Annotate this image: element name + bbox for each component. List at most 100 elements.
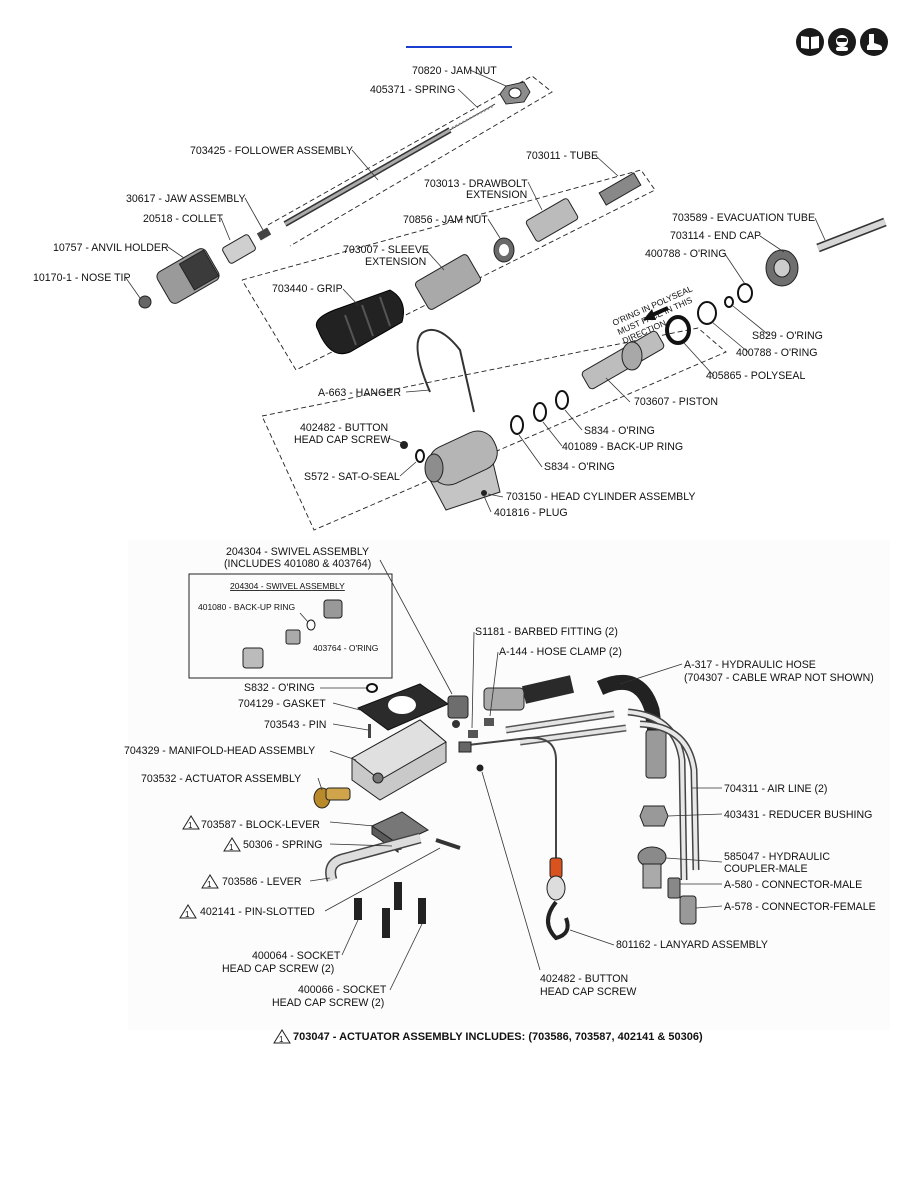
oring-s829-part [724,296,734,308]
air-line-curved-part [627,708,700,881]
note-marker-icon: 1 [223,837,241,852]
label-hydraulic-hose-2: (704307 - CABLE WRAP NOT SHOWN) [684,672,874,684]
face-protection-icon [828,28,856,56]
gasket-part [356,683,450,731]
svg-text:1: 1 [185,910,190,919]
svg-text:1: 1 [188,821,193,830]
button-screw-402482-top-part [400,441,408,449]
label-polyseal: 405865 - POLYSEAL [706,370,805,382]
jam-nut-70856-part [493,237,515,263]
inset-label-oring: 403764 - O'RING [313,643,378,653]
label-pin: 703543 - PIN [264,719,326,731]
label-button-screw-top-1: 402482 - BUTTON [300,422,388,434]
piston-part [581,330,665,390]
label-button-screw-top-2: HEAD CAP SCREW [294,434,390,446]
label-oring-400788-bot: 400788 - O'RING [736,347,818,359]
direction-arrow-icon [643,306,669,320]
label-coupler-2: COUPLER-MALE [724,863,808,875]
label-button-screw-bot-1: 402482 - BUTTON [540,973,628,985]
label-hose-clamp: A-144 - HOSE CLAMP (2) [499,646,622,658]
sleeve-extension-part [414,254,482,310]
note-marker-icon: 1 [182,815,200,830]
group-outline-sleeve [241,169,656,371]
label-sat-o-seal: S572 - SAT-O-SEAL [304,471,400,483]
label-socket-400066-2: HEAD CAP SCREW (2) [272,997,384,1009]
label-lever: 703586 - LEVER [222,876,302,888]
inset-swivel-part [242,599,343,669]
connector-female-part [679,895,697,925]
air-lines-straight-part [505,710,627,746]
lever-part [325,832,422,882]
evacuation-tube-part [816,217,887,253]
spring-405371-part [449,103,496,131]
tube-703011-part [598,172,642,206]
plug-part [481,490,487,496]
hydraulic-hose-part [596,674,667,779]
button-screw-402482-bot-part [476,764,484,772]
actuator-part [313,787,351,809]
label-sleeve-2: EXTENSION [365,256,426,268]
anvil-holder-part [156,248,220,304]
follower-rod-part [283,127,452,227]
label-oring-400788-top: 400788 - O'RING [645,248,727,260]
label-oring-s829: S829 - O'RING [752,330,823,342]
oring-s834-a-part [555,390,569,410]
swivel-inset-box [188,573,393,679]
label-grip: 703440 - GRIP [272,283,343,295]
label-backup-ring: 401089 - BACK-UP RING [562,441,683,453]
leader-lines [125,69,826,991]
group-outline-cylinder [261,327,727,531]
oring-s832-part [366,683,378,693]
label-lanyard: 801162 - LANYARD ASSEMBLY [616,939,768,951]
label-connector-male: A-580 - CONNECTOR-MALE [724,879,862,891]
label-jaw-assembly: 30617 - JAW ASSEMBLY [126,193,246,205]
label-swivel-2: (INCLUDES 401080 & 403764) [224,558,371,570]
label-drawbolt-2: EXTENSION [466,189,527,201]
jaw-part [256,227,272,241]
label-oring-s834-b: S834 - O'RING [544,461,615,473]
oring-s834-b-part [510,415,524,435]
socket-screws-part [354,882,426,938]
svg-text:1: 1 [279,1035,284,1044]
nose-tip-part [138,295,152,309]
label-jam-nut-70820: 70820 - JAM NUT [412,65,497,77]
manifold-part [351,719,447,801]
swivel-assembly-part [447,695,469,728]
end-cap-part [765,249,799,287]
label-gasket: 704129 - GASKET [238,698,326,710]
label-socket-400066-1: 400066 - SOCKET [298,984,387,996]
connector-male-part [667,877,681,899]
grip-part [315,289,404,355]
label-pin-slotted: 402141 - PIN-SLOTTED [200,906,315,918]
top-link-underline[interactable] [406,46,512,48]
label-actuator: 703532 - ACTUATOR ASSEMBLY [141,773,301,785]
label-air-line: 704311 - AIR LINE (2) [724,783,827,795]
note-marker-icon: 1 [201,874,219,889]
label-anvil-holder: 10757 - ANVIL HOLDER [53,242,169,254]
hanger-part [416,328,475,413]
label-end-cap: 703114 - END CAP [670,230,761,242]
pin-slotted-part [435,838,461,850]
lower-panel-bg [128,540,890,1030]
label-barbed-fitting: S1181 - BARBED FITTING (2) [475,626,618,638]
label-piston: 703607 - PISTON [634,396,718,408]
label-oring-s832: S832 - O'RING [244,682,315,694]
label-button-screw-bot-2: HEAD CAP SCREW [540,986,636,998]
head-cylinder-part [424,430,501,511]
label-nose-tip: 10170-1 - NOSE TIP [33,272,131,284]
label-oring-s834-a: S834 - O'RING [584,425,655,437]
jam-nut-70820-part [499,81,531,105]
label-drawbolt-1: 703013 - DRAWBOLT [424,178,528,190]
sat-o-seal-part [415,449,425,463]
label-spring-50306: 50306 - SPRING [243,839,323,851]
drawbolt-part [525,198,579,242]
label-manifold: 704329 - MANIFOLD-HEAD ASSEMBLY [124,745,315,757]
inset-label-backup: 401080 - BACK-UP RING [198,602,295,612]
safety-icons [796,28,888,56]
label-tube: 703011 - TUBE [526,150,598,162]
svg-text:1: 1 [229,843,234,852]
label-connector-female: A-578 - CONNECTOR-FEMALE [724,901,876,913]
label-collet: 20518 - COLLET [143,213,224,225]
label-socket-400064-2: HEAD CAP SCREW (2) [222,963,334,975]
